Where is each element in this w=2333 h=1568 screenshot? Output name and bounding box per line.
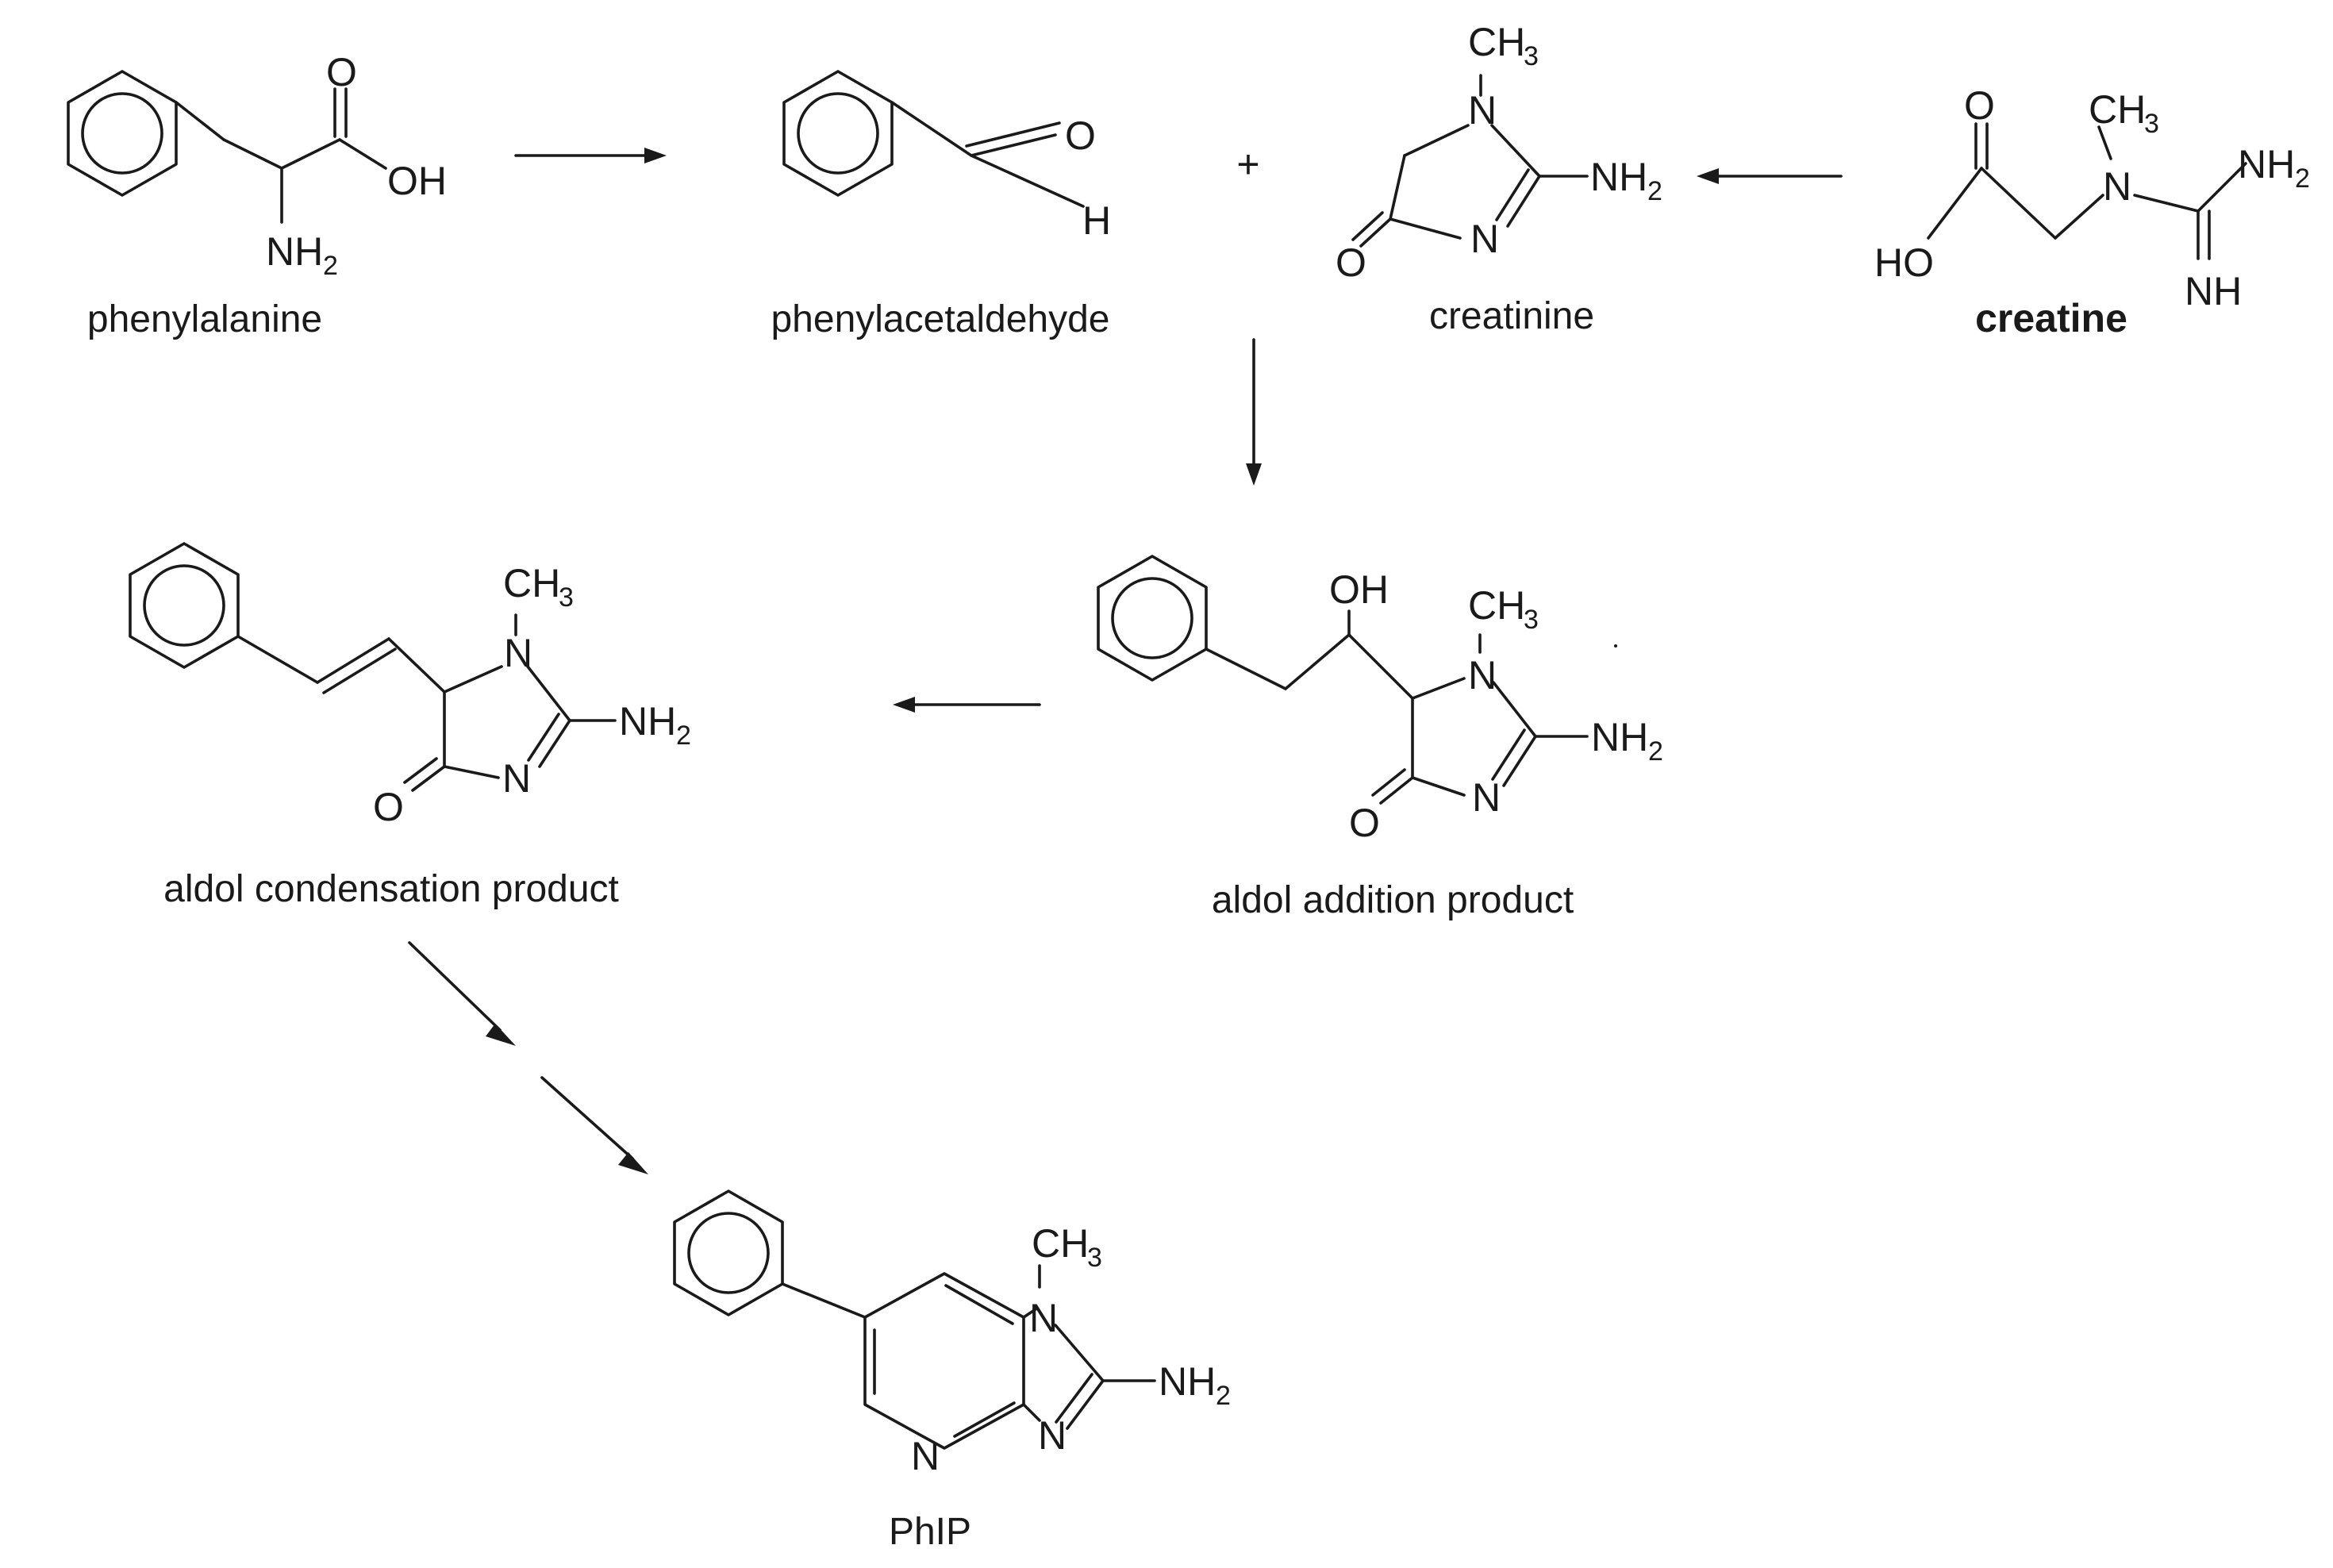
svg-text:O: O [1065,113,1096,158]
svg-text:O: O [1336,240,1366,285]
svg-text:CH: CH [2089,87,2146,132]
reaction-arrow-1 [514,148,667,163]
svg-text:NH: NH [2185,269,2242,313]
svg-text:NH: NH [266,229,323,274]
svg-text:2: 2 [2295,163,2310,194]
svg-text:O: O [373,785,404,829]
svg-text:O: O [326,50,357,94]
svg-text:CH: CH [1468,583,1525,628]
creatinine-label: creatinine [1429,295,1594,337]
svg-text:CH: CH [1032,1221,1089,1266]
phenylalanine-structure: O OH NH 2 [67,50,447,281]
svg-text:O: O [1349,801,1380,845]
svg-text:2: 2 [1216,1381,1231,1411]
svg-text:OH: OH [1329,567,1389,612]
svg-text:2: 2 [676,721,691,751]
aldol-addition-label: aldol addition product [1212,879,1574,921]
svg-text:H: H [1082,198,1111,243]
reaction-arrow-6 [540,1076,648,1174]
svg-text:N: N [1470,217,1499,261]
svg-text:CH: CH [1468,20,1525,64]
svg-text:3: 3 [1087,1243,1102,1273]
svg-text:N: N [911,1434,940,1478]
reaction-arrow-5 [408,941,516,1046]
svg-text:3: 3 [1524,605,1539,635]
reaction-arrow-4 [893,697,1041,713]
svg-text:3: 3 [2144,109,2159,139]
svg-text:2: 2 [323,251,338,281]
svg-text:NH: NH [1159,1359,1216,1404]
creatine-label: creatine [1975,296,2127,340]
svg-text:2: 2 [1647,176,1662,206]
reaction-arrow-2 [1697,168,1843,184]
svg-text:O: O [1964,83,1995,128]
svg-text:N: N [2103,164,2131,209]
phenylalanine-label: phenylalanine [87,298,322,340]
phip-label: PhIP [889,1511,971,1553]
svg-text:N: N [504,631,532,675]
svg-text:NH: NH [1590,155,1647,199]
svg-text:N: N [1472,775,1501,820]
svg-text:N: N [1468,653,1497,698]
plus-sign: + [1236,142,1259,186]
svg-text:N: N [502,756,531,801]
svg-text:NH: NH [1591,715,1648,759]
creatinine-structure: CH 3 N N O NH 2 [1336,20,1662,285]
svg-text:2: 2 [1648,736,1663,767]
stray-dot [1614,644,1617,648]
svg-text:N: N [1468,88,1497,133]
reaction-arrow-3 [1246,338,1262,486]
svg-text:CH: CH [503,561,560,605]
aldol-addition-structure: OH CH 3 N N O NH 2 [1097,555,1663,845]
phip-structure: CH 3 N N N NH 2 [673,1189,1231,1478]
phenylacetaldehyde-structure: O H [782,70,1111,243]
svg-text:NH: NH [2238,142,2295,186]
aldol-condensation-label: aldol condensation product [163,868,619,910]
svg-text:HO: HO [1874,240,1934,285]
svg-text:N: N [1029,1296,1058,1340]
svg-text:NH: NH [619,699,676,744]
svg-text:3: 3 [559,582,574,613]
svg-text:3: 3 [1524,41,1539,71]
svg-text:N: N [1038,1413,1067,1458]
phenylacetaldehyde-label: phenylacetaldehyde [771,298,1109,340]
aldol-condensation-structure: CH 3 N N O NH 2 [129,542,691,829]
svg-text:OH: OH [387,159,447,203]
creatine-structure: O HO CH 3 N NH 2 NH [1874,83,2310,313]
